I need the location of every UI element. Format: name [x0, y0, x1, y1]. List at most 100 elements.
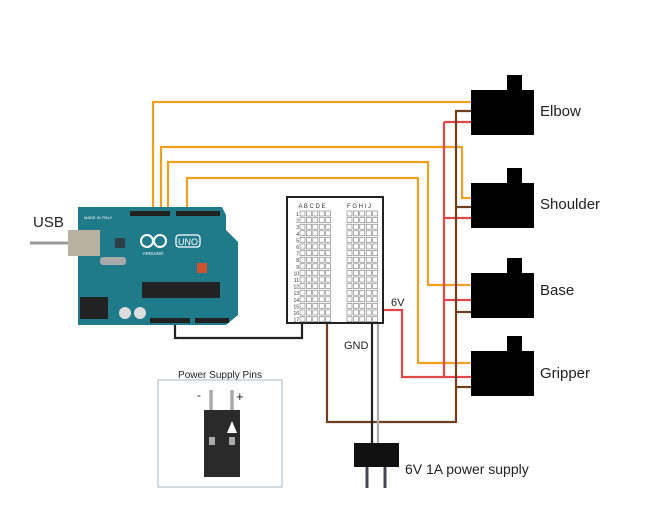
breadboard-hole	[365, 289, 372, 296]
servo-base	[471, 258, 534, 318]
breadboard-hole	[325, 230, 331, 237]
breadboard-hole	[318, 217, 325, 223]
breadboard-hole	[353, 303, 359, 309]
breadboard-hole	[325, 276, 331, 283]
breadboard-hole	[346, 263, 353, 270]
breadboard-hole	[318, 243, 325, 250]
breadboard-hole	[312, 309, 319, 316]
reset-button[interactable]	[197, 263, 207, 273]
breadboard-hole	[325, 296, 331, 303]
breadboard-hole	[299, 210, 306, 217]
breadboard-hole	[312, 223, 319, 230]
plus-label: +	[236, 389, 244, 404]
breadboard-hole	[372, 289, 378, 296]
breadboard-hole	[359, 223, 366, 230]
breadboard-hole	[325, 210, 331, 217]
wire-gripper-signal	[185, 176, 471, 365]
breadboard-hole	[318, 309, 325, 316]
breadboard-hole	[299, 263, 306, 270]
breadboard-hole	[346, 230, 353, 237]
breadboard-hole	[312, 237, 319, 243]
breadboard-row-label: 16	[293, 311, 299, 317]
digital-header-1	[130, 211, 170, 216]
breadboard-hole	[359, 296, 366, 303]
breadboard-hole	[346, 237, 353, 243]
breadboard-hole	[372, 217, 378, 223]
breadboard-hole	[306, 303, 312, 309]
breadboard-hole	[312, 276, 319, 283]
breadboard-row-label: 13	[293, 291, 299, 297]
breadboard-hole	[372, 230, 378, 237]
arduino-uno-board: UNO ARDUINO MADE IN ITALY	[68, 207, 238, 325]
servo-shoulder	[471, 168, 534, 228]
breadboard: A B C D E F G H I J 12345678910111213141…	[286, 196, 384, 324]
breadboard-row-label: 9	[296, 265, 299, 271]
breadboard-columns-right: F G H I J	[347, 204, 371, 210]
breadboard-hole	[353, 270, 359, 276]
breadboard-hole	[299, 309, 306, 316]
breadboard-hole	[359, 237, 366, 243]
breadboard-hole	[306, 283, 312, 289]
breadboard-hole	[365, 270, 372, 276]
power-jack	[80, 297, 108, 319]
breadboard-hole	[353, 283, 359, 289]
breadboard-hole	[365, 250, 372, 256]
breadboard-row-label: 11	[294, 278, 299, 284]
breadboard-row-label: 8	[296, 258, 299, 264]
breadboard-hole	[359, 283, 366, 289]
breadboard-hole	[325, 237, 331, 243]
breadboard-hole	[306, 217, 312, 223]
breadboard-hole	[353, 296, 359, 303]
servo-gripper	[471, 336, 534, 396]
breadboard-hole	[299, 243, 306, 250]
breadboard-hole	[312, 263, 319, 270]
breadboard-hole	[365, 296, 372, 303]
breadboard-hole	[312, 230, 319, 237]
breadboard-hole	[325, 303, 331, 309]
board-made-in: MADE IN ITALY	[84, 215, 113, 220]
breadboard-hole	[318, 237, 325, 243]
board-brand-text: ARDUINO	[143, 251, 164, 256]
breadboard-hole	[346, 303, 353, 309]
breadboard-hole	[372, 256, 378, 263]
breadboard-hole	[372, 283, 378, 289]
breadboard-hole	[318, 250, 325, 256]
breadboard-hole	[346, 309, 353, 316]
breadboard-hole	[353, 210, 359, 217]
breadboard-hole	[365, 316, 372, 322]
breadboard-hole	[325, 250, 331, 256]
breadboard-row-label: 4	[296, 232, 299, 238]
breadboard-hole	[365, 283, 372, 289]
breadboard-hole	[306, 296, 312, 303]
breadboard-hole	[318, 256, 325, 263]
breadboard-row-label: 17	[293, 318, 299, 324]
wire-base-signal	[166, 160, 471, 287]
breadboard-hole	[359, 263, 366, 270]
digital-header-2	[176, 211, 220, 216]
breadboard-hole	[372, 316, 378, 322]
servo-label-shoulder: Shoulder	[540, 196, 600, 213]
breadboard-hole	[306, 289, 312, 296]
breadboard-hole	[325, 223, 331, 230]
breadboard-hole	[359, 276, 366, 283]
breadboard-hole	[299, 316, 306, 322]
breadboard-hole	[359, 316, 366, 322]
servo-label-elbow: Elbow	[540, 103, 581, 120]
breadboard-row-label: 6	[296, 245, 299, 251]
breadboard-hole	[353, 237, 359, 243]
breadboard-hole	[312, 289, 319, 296]
breadboard-hole	[312, 296, 319, 303]
breadboard-hole	[372, 223, 378, 230]
breadboard-hole	[372, 303, 378, 309]
breadboard-hole	[299, 276, 306, 283]
breadboard-hole	[365, 256, 372, 263]
breadboard-hole	[306, 243, 312, 250]
breadboard-hole	[312, 243, 319, 250]
breadboard-hole	[312, 283, 319, 289]
label-6v: 6V	[391, 297, 405, 309]
breadboard-hole	[346, 243, 353, 250]
breadboard-row-label: 12	[293, 285, 299, 291]
breadboard-hole	[359, 309, 366, 316]
breadboard-hole	[346, 283, 353, 289]
breadboard-hole	[353, 256, 359, 263]
